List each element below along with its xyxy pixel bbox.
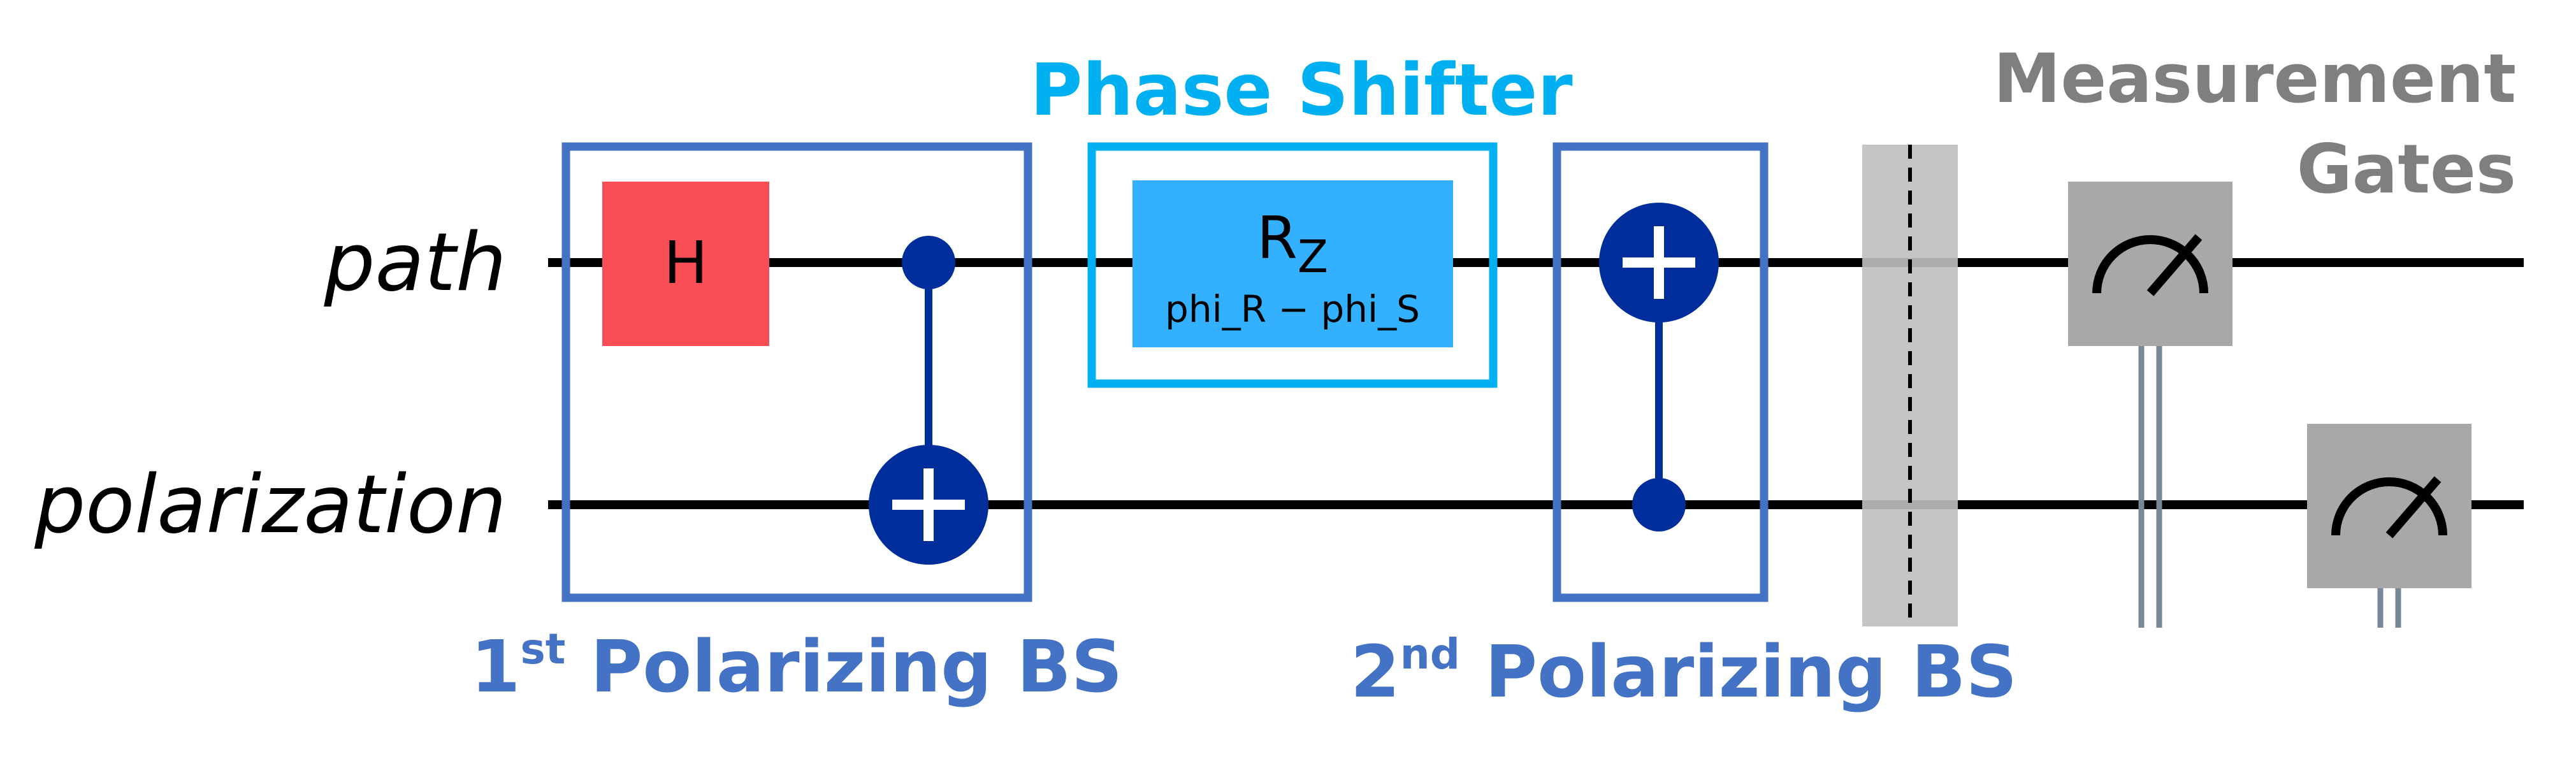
- bs2-label: 2nd Polarizing BS: [1350, 630, 2017, 714]
- measure1-meter-icon: [2092, 235, 2208, 294]
- cnot2-control-dot: [1632, 478, 1686, 531]
- bs2-label-prefix: 2: [1350, 631, 1400, 714]
- bs1-label-sup: st: [520, 625, 565, 674]
- hadamard-gate: [602, 182, 769, 346]
- phase-shifter-label: Phase Shifter: [1030, 49, 1572, 132]
- bs2-box: [1552, 142, 1769, 602]
- bs2-label-sup: nd: [1400, 630, 1460, 679]
- measure2-needle: [2385, 476, 2442, 539]
- measurement-label-line1: Measurement: [1994, 40, 2516, 118]
- measure2-gate: [2307, 424, 2471, 588]
- qubit-label-polarization: polarization: [34, 458, 507, 551]
- bs1-label-prefix: 1: [471, 626, 521, 709]
- rz-param: phi_R − phi_S: [1165, 287, 1420, 331]
- measure2-meter-icon: [2331, 477, 2447, 536]
- phase-shifter-box: [1087, 142, 1498, 388]
- measure1-needle: [2146, 234, 2203, 296]
- bs1-label-text: Polarizing BS: [565, 626, 1122, 709]
- bs1-label: 1st Polarizing BS: [471, 625, 1123, 709]
- hadamard-label: H: [663, 229, 707, 297]
- qubit-label-path: path: [324, 215, 507, 309]
- measure1-gate: [2068, 182, 2232, 346]
- measurement-label-line2: Gates: [2297, 130, 2516, 208]
- rz-label-subscript: Z: [1298, 231, 1328, 283]
- bs2-label-text: Polarizing BS: [1460, 631, 2017, 714]
- bs1-box: [561, 142, 1032, 602]
- rz-label-main: R: [1257, 204, 1298, 272]
- rz-gate: [1132, 180, 1453, 347]
- rz-label: RZ: [1257, 204, 1328, 283]
- cnot1-control-dot: [902, 236, 955, 289]
